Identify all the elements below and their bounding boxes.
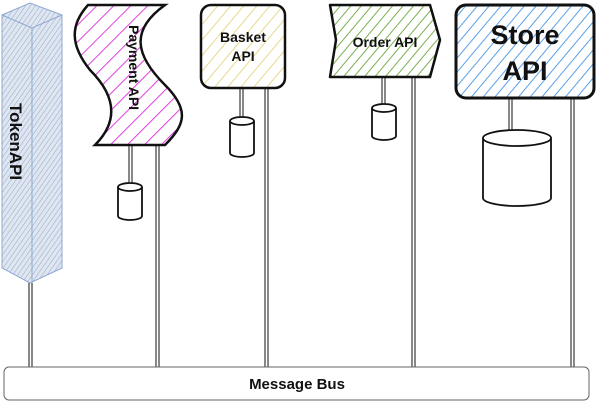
db-connectors [128,78,513,183]
payment-db-icon [117,182,143,221]
token-api-node[interactable]: TokenAPI [1,2,63,284]
store-api-label-line2: API [502,56,547,86]
basket-api-label-line1: Basket [220,29,266,45]
basket-db-icon [229,116,255,158]
bus-connectors [28,78,575,373]
basket-api-label-line2: API [231,48,254,64]
payment-api-label: Payment API [126,25,142,110]
order-api-node[interactable]: Order API [328,3,442,79]
order-api-label: Order API [353,34,418,50]
basket-api-node[interactable]: Basket API [199,3,287,90]
token-api-label: TokenAPI [6,103,25,180]
message-bus-label: Message Bus [249,376,345,393]
message-bus[interactable]: Message Bus [3,366,590,401]
payment-api-node[interactable]: Payment API [73,3,184,147]
store-db-icon [482,129,552,207]
store-api-label-line1: Store [490,20,559,50]
order-db-icon [371,103,397,141]
databases [117,103,552,221]
store-api-node[interactable]: Store API [454,3,596,100]
